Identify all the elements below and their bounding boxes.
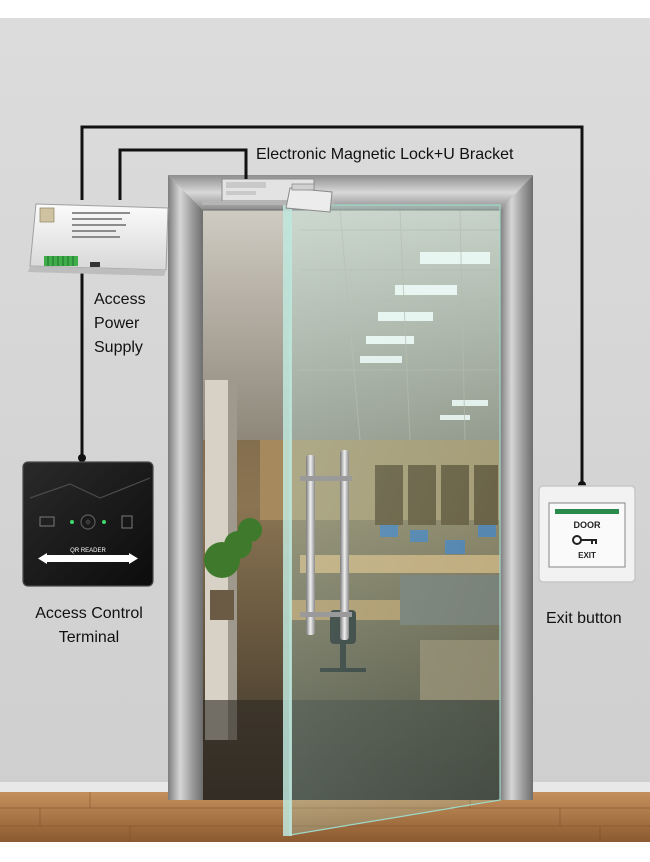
terminal-phone-icon (121, 515, 133, 529)
glass-door-panel (289, 204, 501, 836)
power-supply-label-line-3: Supply (94, 339, 143, 356)
power-supply-label: Access Power Supply (94, 288, 146, 360)
glass-door-edge (283, 205, 292, 836)
bottom-white-band (0, 842, 650, 862)
terminal-reader-text: QR READER (70, 548, 106, 554)
power-supply-label-line-2: Power (94, 315, 140, 332)
exit-button-label: Exit button (546, 610, 622, 627)
access-power-supply (28, 203, 169, 276)
access-control-terminal: QR READER (22, 461, 154, 587)
key-icon (572, 535, 597, 545)
wire-supply-to-exit (80, 125, 584, 487)
wire-end-terminal (78, 454, 86, 462)
exit-button-device: DOOR EXIT (538, 485, 636, 583)
terminal-label-line-2: Terminal (58, 629, 120, 646)
terminal-label-line-1: Access Control (35, 605, 143, 622)
terminal-read-arrow (45, 555, 131, 562)
exit-plate-exit-text: EXIT (578, 551, 596, 560)
terminal-led-right (102, 520, 106, 524)
door-handles (300, 450, 352, 640)
terminal-led-left (70, 520, 74, 524)
door-frame-right (500, 175, 533, 800)
wire-supply-to-lock (118, 148, 248, 200)
u-bracket (285, 183, 333, 213)
white-top-band (0, 0, 650, 18)
plants (204, 518, 262, 620)
exit-plate-door-text: DOOR (574, 520, 602, 530)
terminal-card-icon (39, 516, 55, 527)
power-supply-label-line-1: Access (94, 291, 146, 308)
door-frame-left (168, 175, 203, 800)
magnetic-lock-label: Electronic Magnetic Lock+U Bracket (256, 146, 514, 163)
terminal-label: Access Control Terminal (20, 602, 158, 650)
wiring (80, 125, 584, 487)
